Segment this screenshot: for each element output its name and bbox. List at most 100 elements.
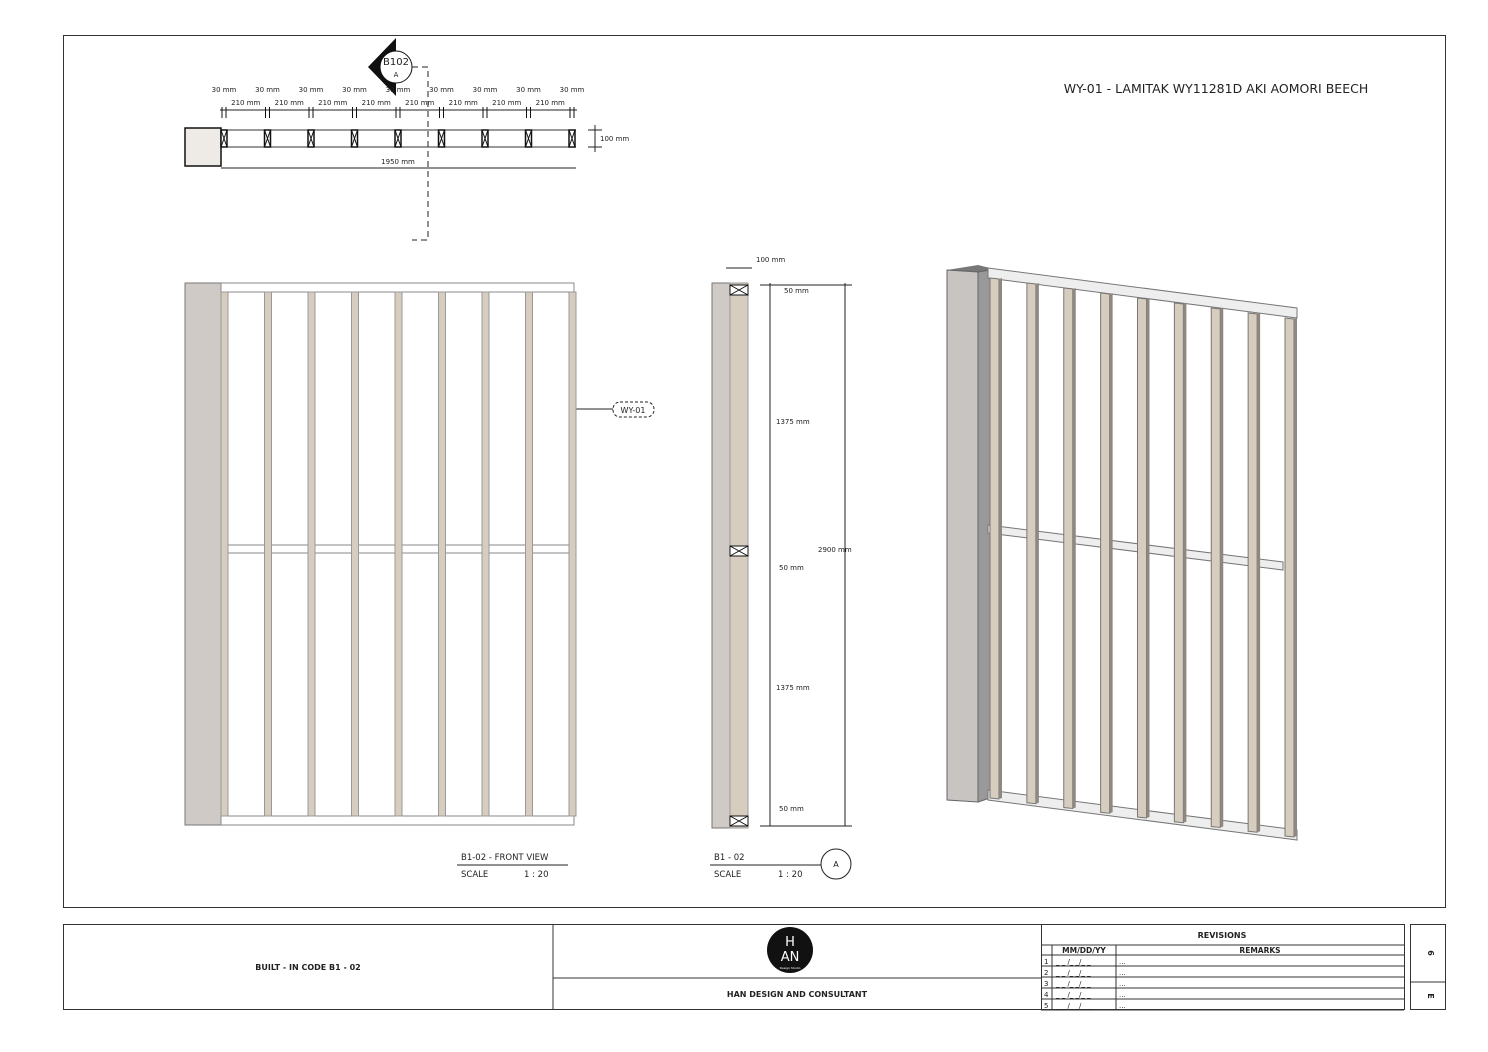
section-wall: [711, 282, 731, 829]
plan-stud: [220, 107, 228, 148]
iso-post-side: [1109, 293, 1113, 814]
revision-row: 3_ _ /_ _/_ _...: [1044, 980, 1126, 988]
revision-row: 2_ _ /_ _/_ _...: [1044, 969, 1126, 977]
revision-number: 5: [1044, 1002, 1048, 1010]
plan-wall: [184, 127, 222, 167]
gap-dim-label: 210 mm: [275, 99, 304, 107]
iso-post: [1210, 307, 1221, 829]
front-post: [525, 291, 533, 817]
drawing-frame: [63, 35, 1446, 908]
section-rail-bottom-label: 50 mm: [779, 805, 804, 813]
gap-dim-label: 210 mm: [449, 99, 478, 107]
front-view-title: B1-02 - FRONT VIEW: [461, 853, 549, 863]
revision-row: 1 _ _ /_ _/_ _...: [1044, 958, 1126, 966]
section-scale-label: SCALE: [714, 870, 741, 880]
iso-post-side: [1294, 318, 1297, 837]
section-title: B1 - 02: [714, 853, 745, 863]
front-post: [481, 291, 490, 817]
stud-dim-label: 30 mm: [255, 86, 280, 94]
wy01-tag-label: WY-01: [621, 406, 646, 415]
iso-post-side: [1257, 313, 1261, 833]
iso-post-side: [1072, 288, 1076, 809]
section-marker[interactable]: B102 A: [368, 38, 429, 241]
front-post: [307, 291, 316, 817]
stud-dim-label: 30 mm: [299, 86, 324, 94]
han-logo: H AN Design Studio: [767, 927, 813, 973]
stud-dim-label: 30 mm: [516, 86, 541, 94]
revision-number: 3: [1044, 980, 1048, 988]
iso-post: [1026, 282, 1037, 805]
front-bottom-rail: [220, 815, 575, 826]
gap-dim-label: 210 mm: [318, 99, 347, 107]
revisions-title: REVISIONS: [1198, 931, 1247, 940]
stud-dim-label: 30 mm: [386, 86, 411, 94]
iso-post: [1137, 297, 1147, 819]
plan-stud: [394, 107, 402, 148]
front-top-rail: [220, 282, 575, 293]
front-view: WY-01 B1-02 - FRONT VIEW SCALE 1 : 20: [184, 282, 655, 880]
revision-number: 1: [1044, 958, 1048, 966]
revision-remark: ...: [1119, 1002, 1126, 1010]
stud-dim-label: 30 mm: [560, 86, 585, 94]
company-name: HAN DESIGN AND CONSULTANT: [727, 990, 868, 999]
section-span-lower-label: 1375 mm: [776, 684, 810, 692]
svg-text:AN: AN: [781, 950, 800, 965]
revision-remark: ...: [1119, 991, 1126, 999]
overall-dim-label: 1950 mm: [381, 158, 415, 166]
col-date: MM/DD/YY: [1062, 946, 1106, 955]
revision-remark: ...: [1119, 980, 1126, 988]
front-post: [220, 291, 229, 817]
isometric-view: [946, 265, 1298, 841]
iso-post-side: [1146, 298, 1150, 818]
iso-post-side: [1183, 303, 1187, 823]
col-remarks: REMARKS: [1239, 946, 1280, 955]
gap-dim-label: 210 mm: [231, 99, 260, 107]
iso-post: [1100, 292, 1111, 814]
revision-date: _ _ /_ _/_ _: [1055, 969, 1091, 977]
plan-stud: [524, 107, 533, 148]
revision-row: 4_ _ /_ _/_ _...: [1044, 991, 1126, 999]
front-post: [264, 291, 272, 817]
gap-dim-label: 210 mm: [362, 99, 391, 107]
gap-dim-label: 210 mm: [492, 99, 521, 107]
stud-dim-label: 30 mm: [212, 86, 237, 94]
section-overall-label: 2900 mm: [818, 546, 852, 554]
plan-stud: [568, 107, 576, 148]
svg-text:H: H: [785, 935, 795, 950]
revision-date: _ _ /_ _/_ _: [1055, 958, 1091, 966]
section-marker-id: A: [394, 71, 399, 79]
iso-post: [1173, 302, 1184, 824]
iso-post-side: [1220, 308, 1224, 828]
wy01-tag[interactable]: WY-01: [570, 401, 655, 418]
section-scale-value: 1 : 20: [778, 870, 803, 880]
front-post: [438, 291, 446, 817]
iso-post: [1284, 317, 1295, 838]
plan-depth-label: 100 mm: [600, 135, 629, 143]
revision-date: _ _ /_ _/_ _: [1055, 1002, 1091, 1010]
plan-stud: [437, 107, 446, 148]
front-view-scale-label: SCALE: [461, 870, 488, 880]
section-rail-symbols: [729, 284, 749, 827]
stud-dim-label: 30 mm: [473, 86, 498, 94]
section-rail-top-label: 50 mm: [784, 287, 809, 295]
section-view: 100 mm 50 mm 1375 mm 50 mm 2900 mm 1375 …: [710, 256, 852, 880]
revision-remark: ...: [1119, 958, 1126, 966]
iso-post: [1247, 312, 1258, 833]
revision-row: 5 _ _ /_ _/_ _...: [1044, 1002, 1126, 1010]
logo-caption: Design Studio: [780, 966, 801, 970]
gap-dim-label: 210 mm: [536, 99, 565, 107]
revision-remark: ...: [1119, 969, 1126, 977]
section-detail-marker[interactable]: A: [833, 860, 839, 869]
iso-post-side: [1035, 283, 1039, 804]
sheet-number: 6: [1426, 950, 1435, 956]
section-cut-line: [412, 66, 429, 241]
section-span-upper-label: 1375 mm: [776, 418, 810, 426]
project-name: BUILT - IN CODE B1 - 02: [255, 963, 360, 972]
section-marker-sheet: B102: [383, 57, 409, 68]
plan-stud: [263, 107, 272, 148]
plan-stud: [350, 107, 359, 148]
material-title: WY-01 - LAMITAK WY11281D AKI AOMORI BEEC…: [1064, 81, 1368, 96]
gap-dim-label: 210 mm: [405, 99, 434, 107]
stud-dim-label: 30 mm: [429, 86, 454, 94]
